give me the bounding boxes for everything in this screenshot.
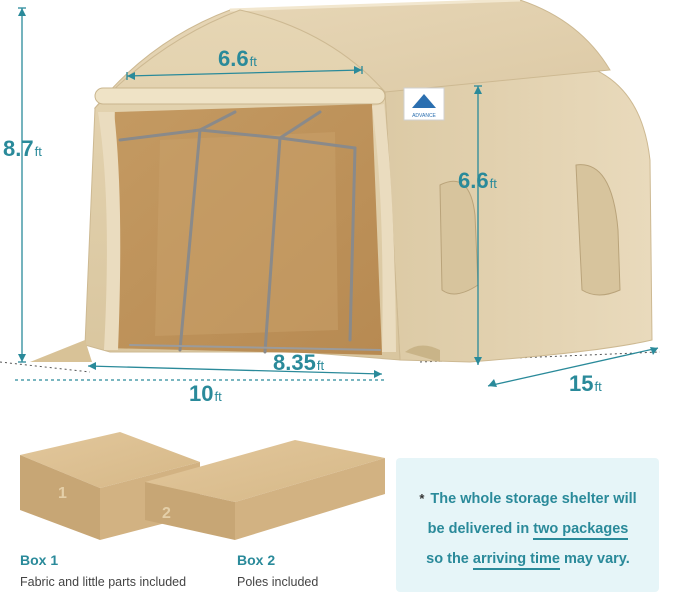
dimension-unit: ft [489,176,497,191]
svg-text:ADVANCE: ADVANCE [412,113,436,119]
notice-line-3: so the arriving time may vary. [407,544,649,574]
notice-emphasis: two packages [533,521,629,540]
notice-line-2: be delivered in two packages [407,514,649,544]
notice-text: so the [426,551,473,567]
dimension-unit: ft [316,358,325,373]
dimension-value: 6.6 [458,168,489,193]
dimension-value: 8.35 [273,350,316,375]
dimension-value: 10 [189,381,214,406]
dimension-unit: ft [249,54,257,69]
dimension-unit: ft [594,379,602,394]
dimension-width-inner: 8.35ft [273,352,324,374]
dimension-width-top: 6.6ft [218,48,257,70]
brand-logo: ADVANCE [403,87,445,121]
box-2-title: Box 2 [237,552,276,568]
notice-line-1: * The whole storage shelter will [407,484,649,514]
box-1-caption: Box 1 Fabric and little parts included [20,552,186,590]
box-2-description: Poles included [237,574,319,589]
dimension-width-base: 10ft [189,383,222,405]
asterisk-icon: * [419,491,425,506]
notice-emphasis: arriving time [472,551,560,570]
shelter-body [30,0,653,363]
box-2: 2 [145,440,385,540]
dimension-height-total: 8.7ft [3,138,42,160]
box-2-number: 2 [162,505,171,522]
dimension-height-side: 6.6ft [458,170,497,192]
dimension-value: 15 [569,371,594,396]
box-1-description: Fabric and little parts included [20,574,187,589]
dimension-value: 8.7 [3,136,34,161]
notice-text: The whole storage shelter will [430,491,637,507]
box-2-caption: Box 2 Poles included [237,552,318,590]
dimension-unit: ft [34,144,42,159]
dimension-arrowheads [18,8,658,387]
dimension-length: 15ft [569,373,602,395]
box-1-title: Box 1 [20,552,59,568]
ground-guides [0,351,661,373]
box-1-number: 1 [58,485,67,502]
frame-poles [118,110,381,354]
dimension-lines [15,7,659,387]
notice-text: may vary. [559,551,630,567]
dimension-value: 6.6 [218,46,249,71]
notice-text: be delivered in [427,521,534,537]
dimension-unit: ft [214,389,222,404]
delivery-notice: * The whole storage shelter will be deliv… [396,458,659,592]
